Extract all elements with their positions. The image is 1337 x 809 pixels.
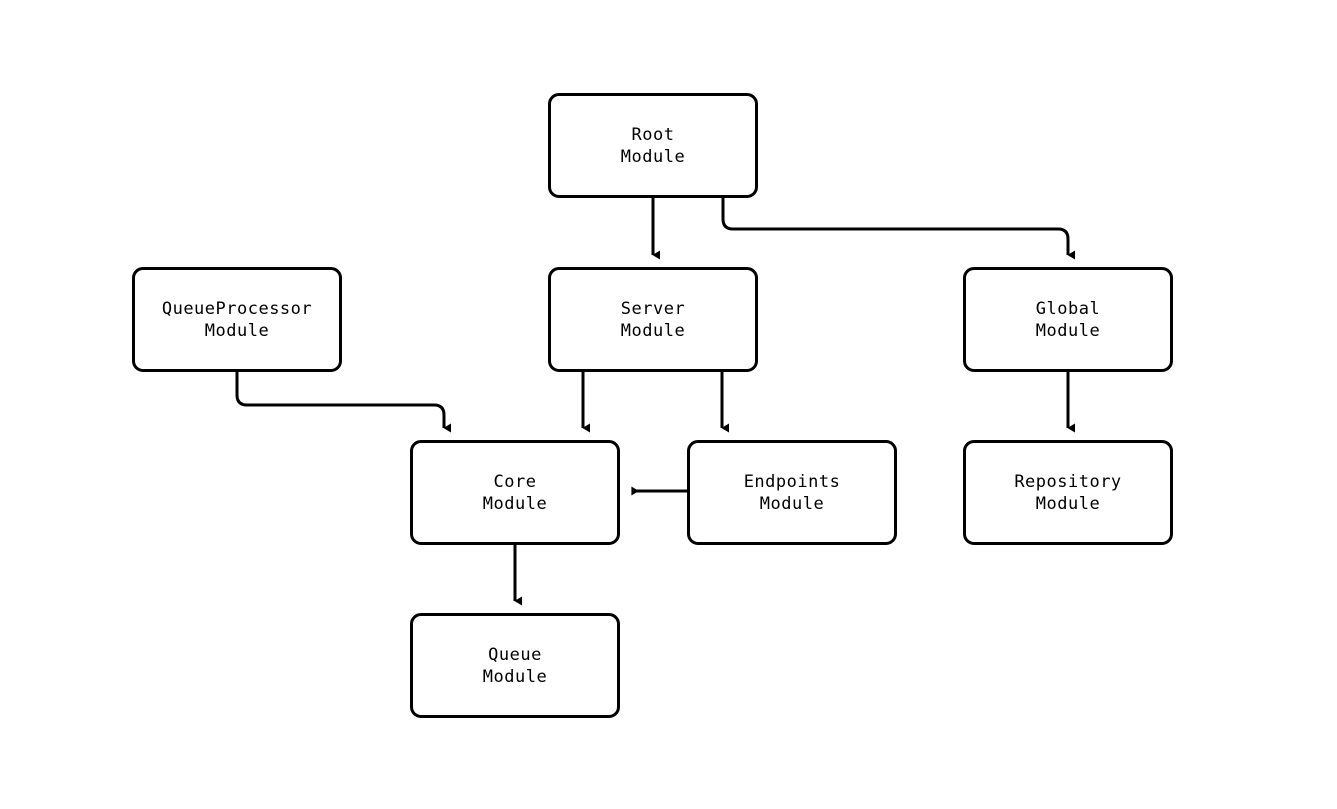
node-server-module[interactable]: Server Module: [548, 267, 758, 372]
node-label-line2: Module: [482, 666, 548, 687]
node-endpoints-module[interactable]: Endpoints Module: [687, 440, 897, 545]
node-label-line2: Module: [204, 320, 270, 341]
node-label-line2: Module: [620, 146, 686, 167]
node-queue-module[interactable]: Queue Module: [410, 613, 620, 718]
node-label-line2: Module: [620, 320, 686, 341]
node-label-line1: Global: [1035, 298, 1101, 319]
node-label-line1: Core: [493, 471, 537, 492]
edge-queueprocessor-to-core: [235, 372, 451, 433]
node-repository-module[interactable]: Repository Module: [963, 440, 1173, 545]
node-label-line1: Server: [620, 298, 686, 319]
node-label-line1: Endpoints: [743, 471, 841, 492]
edge-root-to-global: [721, 198, 1075, 260]
node-label-line2: Module: [759, 493, 825, 514]
node-label-line1: Queue: [488, 644, 542, 665]
node-root-module[interactable]: Root Module: [548, 93, 758, 198]
node-label-line2: Module: [482, 493, 548, 514]
node-global-module[interactable]: Global Module: [963, 267, 1173, 372]
node-label-line1: Repository: [1014, 471, 1122, 492]
node-core-module[interactable]: Core Module: [410, 440, 620, 545]
node-label-line2: Module: [1035, 320, 1101, 341]
node-label-line1: Root: [631, 124, 675, 145]
node-queueprocessor-module[interactable]: QueueProcessor Module: [132, 267, 342, 372]
node-label-line2: Module: [1035, 493, 1101, 514]
node-label-line1: QueueProcessor: [161, 298, 313, 319]
